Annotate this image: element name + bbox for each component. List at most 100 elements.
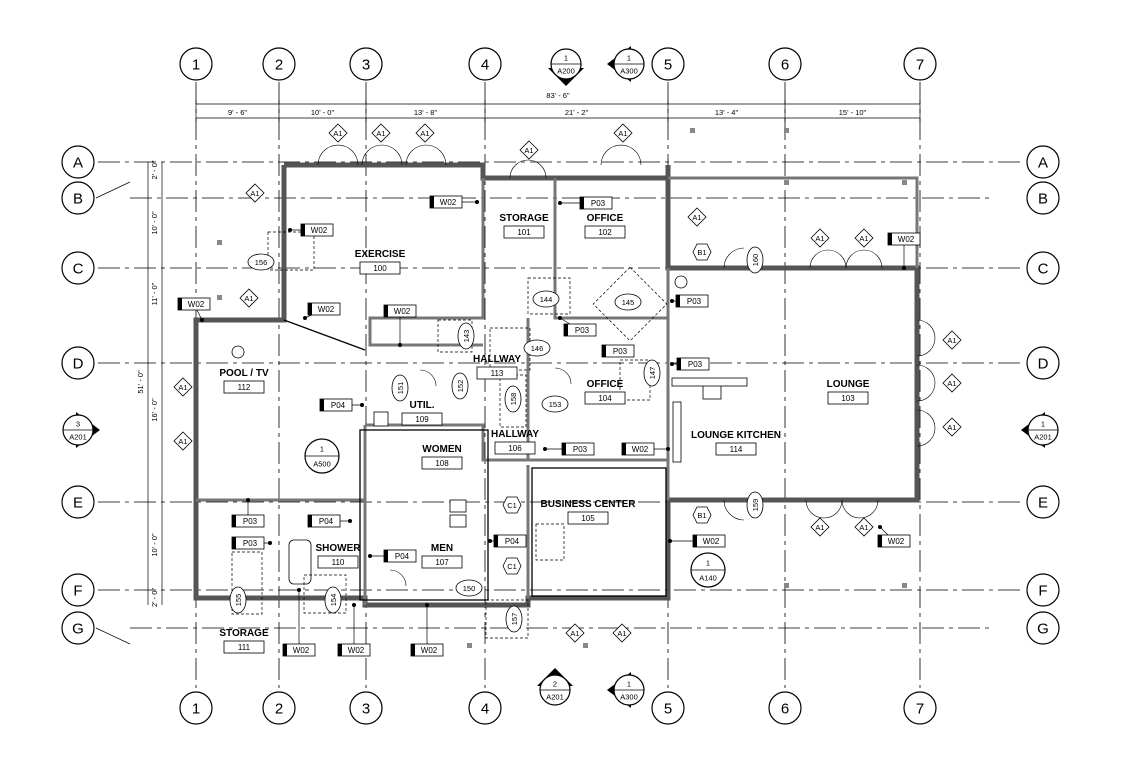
room-name: MEN xyxy=(431,543,453,554)
top-dimension: 15' - 10" xyxy=(839,108,867,117)
wall-type-tag: W02 xyxy=(394,307,411,316)
window-tag-label: A1 xyxy=(947,379,956,388)
detail-sheet: A500 xyxy=(313,460,331,469)
window-tag-diamond xyxy=(519,140,539,160)
door-number: 156 xyxy=(255,258,268,267)
window-tag-diamond xyxy=(810,228,830,248)
room-number-box xyxy=(223,380,265,394)
wall-type-tag: P03 xyxy=(573,445,588,454)
room-number-box xyxy=(401,412,443,426)
section-sheet: A300 xyxy=(620,67,638,76)
wall-type-tag: P03 xyxy=(243,517,258,526)
window-tag-diamond xyxy=(612,623,632,643)
floor-drain xyxy=(231,345,245,359)
overall-dimension: 83' - 6" xyxy=(546,91,570,100)
room-number-box xyxy=(317,555,359,569)
room-name: UTIL. xyxy=(410,400,435,411)
door-number-tag xyxy=(229,586,247,614)
room-name: POOL / TV xyxy=(219,368,269,379)
grid-bubble-top-3 xyxy=(349,47,383,81)
door-number: 157 xyxy=(510,613,519,626)
grid-bubble-right-E xyxy=(1026,485,1060,519)
floor-drain xyxy=(674,275,688,289)
room-labels: EXERCISE100STORAGE101OFFICE102LOUNGE103O… xyxy=(219,213,870,654)
door-number: 147 xyxy=(648,367,657,380)
grid-bubble-top-4 xyxy=(468,47,502,81)
door-number-tag xyxy=(523,339,551,357)
kitchen-counter xyxy=(672,401,682,463)
window-tag-label: A1 xyxy=(376,129,385,138)
kitchen-sink-fixture xyxy=(702,384,722,400)
grid-bubble-bottom-3 xyxy=(349,691,383,725)
side-dimension: 2' - 0" xyxy=(150,588,159,607)
section-sheet: A200 xyxy=(557,67,575,76)
door-number: 152 xyxy=(456,380,465,393)
clearance-zones xyxy=(231,231,668,639)
section-sheet: A201 xyxy=(69,433,87,442)
room-name: LOUNGE xyxy=(827,379,870,390)
room-number: 106 xyxy=(508,444,522,453)
door-type-hexagon xyxy=(502,496,522,514)
door-number-tag xyxy=(391,374,409,402)
top-dimension: 13' - 8" xyxy=(414,108,438,117)
grid-column-label: 2 xyxy=(275,57,283,74)
grid-row-label: A xyxy=(73,155,83,172)
door-number: 144 xyxy=(540,295,553,304)
window-tag-label: A1 xyxy=(859,523,868,532)
door-number: 143 xyxy=(462,330,471,343)
window-tag-label: A1 xyxy=(178,437,187,446)
door-number: 154 xyxy=(329,594,338,607)
grid-row-label: C xyxy=(73,261,84,278)
room-number-box xyxy=(827,391,869,405)
window-tag-diamond xyxy=(328,123,348,143)
grid-bubble-top-1 xyxy=(179,47,213,81)
window-tag-label: A1 xyxy=(420,129,429,138)
room-number-box xyxy=(567,511,609,525)
column-markers xyxy=(217,128,907,648)
section-number: 1 xyxy=(627,54,631,63)
grid-bubble-bottom-6 xyxy=(768,691,802,725)
side-dimension-labels: 2' - 0"10' - 0"11' - 0"16' - 0"10' - 0"2… xyxy=(150,160,159,607)
window-tag-diamond xyxy=(854,517,874,537)
grid-column-label: 3 xyxy=(362,57,370,74)
room-number-box xyxy=(584,225,626,239)
wall-type-tag: P04 xyxy=(395,552,410,561)
side-dimension: 10' - 0" xyxy=(150,211,159,235)
wall-type-tag: W02 xyxy=(898,235,915,244)
grid-row-label: B xyxy=(1038,191,1048,208)
side-dimension: 2' - 0" xyxy=(150,160,159,179)
room-name: EXERCISE xyxy=(355,249,406,260)
top-dimension: 13' - 4" xyxy=(715,108,739,117)
door-number: 153 xyxy=(549,400,562,409)
window-tag-label: A1 xyxy=(947,423,956,432)
grid-bubble-right-G xyxy=(1026,611,1060,645)
window-tag-diamond xyxy=(613,123,633,143)
plumbing-fixtures xyxy=(231,275,748,585)
wall-type-tag: P04 xyxy=(331,401,346,410)
window-tag-label: A1 xyxy=(333,129,342,138)
side-dimension: 10' - 0" xyxy=(150,533,159,557)
grid-bubble-top-6 xyxy=(768,47,802,81)
room-number: 113 xyxy=(491,369,504,378)
grid-row-label: B xyxy=(73,191,83,208)
door-number: 158 xyxy=(509,393,518,406)
side-dimension: 16' - 0" xyxy=(150,398,159,422)
section-sheet: A201 xyxy=(1034,433,1052,442)
wall-type-tag: W02 xyxy=(188,300,205,309)
window-tag-diamond xyxy=(565,623,585,643)
wall-type-tag: P03 xyxy=(688,360,703,369)
section-number: 1 xyxy=(564,54,568,63)
grid-column-label: 6 xyxy=(781,57,789,74)
window-tag-label: A1 xyxy=(617,629,626,638)
window-tag-diamond xyxy=(942,373,962,393)
door-number: 150 xyxy=(463,584,476,593)
room-number: 107 xyxy=(435,558,449,567)
door-number: 160 xyxy=(751,254,760,267)
door-type-label: C1 xyxy=(507,501,517,510)
sink-fixture xyxy=(449,514,467,528)
detail-number: 1 xyxy=(320,445,324,454)
window-tag-label: A1 xyxy=(570,629,579,638)
